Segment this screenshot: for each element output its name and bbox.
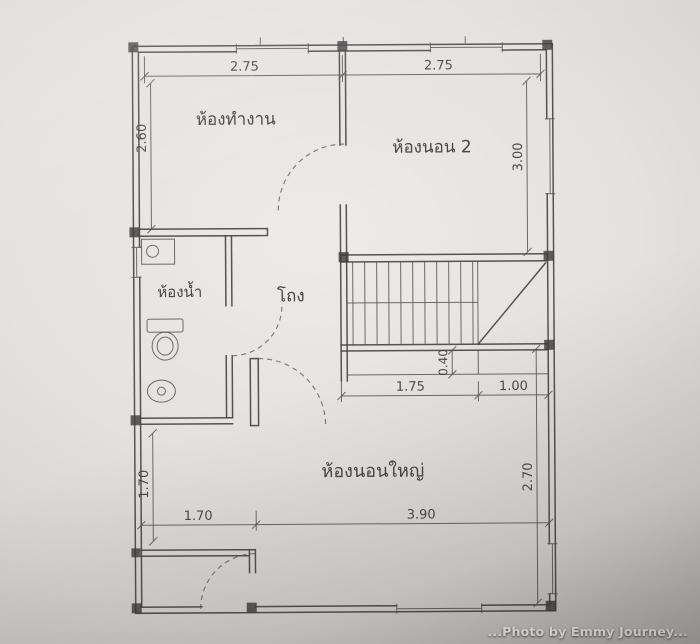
basin-icon — [146, 244, 160, 258]
room-label-hall: โถง — [277, 285, 305, 306]
office-door-swing — [277, 143, 344, 211]
window-symbols — [131, 36, 558, 614]
dim-under-stair-left: 1.75 — [396, 380, 425, 395]
staircase — [346, 261, 547, 346]
column-markers — [128, 39, 556, 614]
dim-left-lower: 1.70 — [137, 470, 152, 499]
bathroom-door-swing — [232, 305, 283, 357]
room-labels: ห้องทำงาน ห้องนอน 2 ห้องน้ำ โถง ห้องนอนใ… — [157, 109, 472, 483]
dim-right-lower: 2.70 — [521, 462, 536, 491]
dim-top-right: 2.75 — [424, 58, 453, 73]
dim-under-stair-right: 1.00 — [499, 379, 528, 394]
dim-bottom-right: 3.90 — [407, 507, 436, 522]
entrance-door-swing — [200, 553, 256, 609]
dim-right-upper: 3.00 — [511, 142, 526, 171]
photo-credit-watermark: ...Photo by Emmy Journey... — [487, 624, 688, 639]
interior-walls — [138, 50, 549, 574]
master-door-swing — [258, 358, 327, 426]
toilet-tank-icon — [146, 318, 184, 333]
dim-stair-depth: 0.40 — [436, 349, 450, 376]
dimension-lines — [136, 53, 554, 608]
master-door-leaf — [249, 357, 260, 427]
sink-icon — [146, 379, 176, 403]
toilet-bowl-icon — [151, 331, 179, 361]
room-label-office: ห้องทำงาน — [196, 109, 276, 129]
dim-top-left: 2.75 — [230, 60, 259, 75]
dimension-labels: 2.75 2.75 2.60 3.00 0.40 1.75 1.00 1.70 … — [135, 58, 536, 524]
dim-left-upper: 2.60 — [135, 124, 150, 153]
dim-bottom-left: 1.70 — [184, 509, 213, 524]
bathroom-fixtures — [140, 238, 184, 403]
room-label-bedroom2: ห้องนอน 2 — [392, 137, 472, 157]
room-label-master-bedroom: ห้องนอนใหญ่ — [321, 460, 424, 483]
room-label-bathroom: ห้องน้ำ — [157, 281, 202, 301]
counter — [140, 238, 176, 265]
door-arcs — [200, 143, 344, 609]
